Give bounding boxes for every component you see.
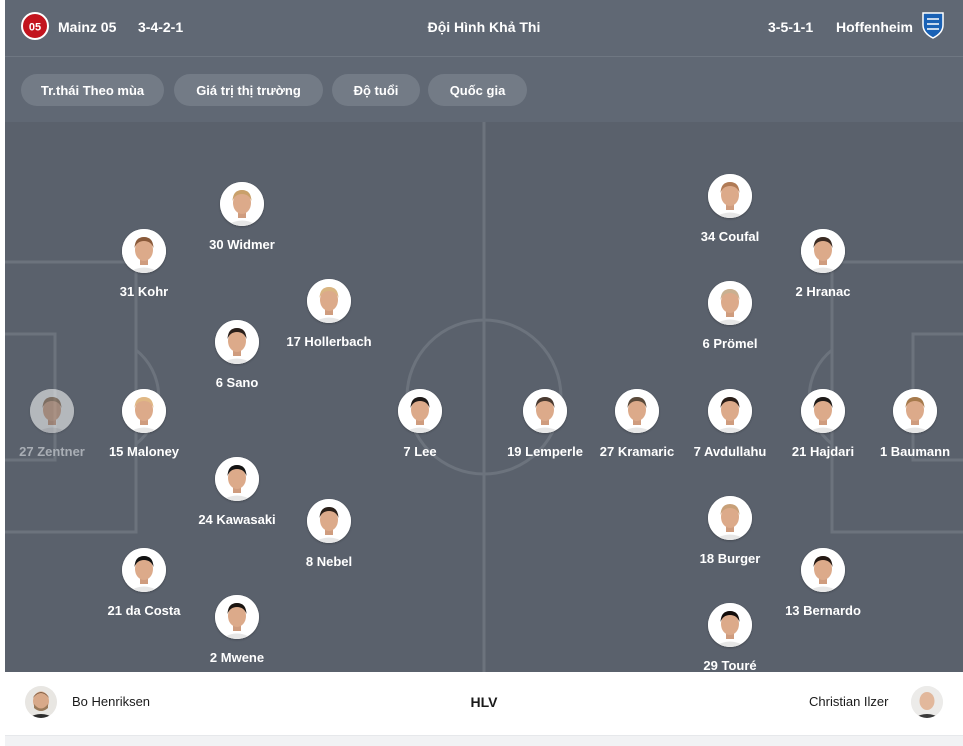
player-avatar[interactable]	[801, 229, 845, 273]
player-avatar[interactable]	[801, 548, 845, 592]
home-player[interactable]: 6 Sano	[167, 320, 307, 391]
home-formation: 3-4-2-1	[138, 19, 184, 35]
player-name[interactable]: 6 Prömel	[702, 336, 758, 351]
home-player[interactable]: 30 Widmer	[172, 182, 312, 253]
home-player[interactable]: 24 Kawasaki	[167, 457, 307, 528]
player-avatar[interactable]	[708, 281, 752, 325]
player-name[interactable]: 1 Baumann	[879, 444, 951, 459]
pitch: 30 Widmer 31 Kohr 17 Hollerbach 6 Sano 27 Ze…	[5, 122, 963, 672]
svg-text:05: 05	[29, 22, 41, 34]
player-name[interactable]: 27 Kramaric	[599, 444, 675, 459]
home-coach-name[interactable]: Bo Henriksen	[72, 694, 151, 709]
home-player[interactable]: 21 da Costa	[74, 548, 214, 619]
player-name[interactable]: 2 Mwene	[209, 650, 265, 665]
player-name[interactable]: 19 Lemperle	[507, 444, 583, 459]
player-name[interactable]: 24 Kawasaki	[198, 512, 276, 527]
player-avatar[interactable]	[398, 389, 442, 433]
player-name[interactable]: 7 Lee	[403, 444, 437, 459]
filter-market-value[interactable]: Giá trị thị trường	[174, 74, 323, 106]
away-player[interactable]: 6 Prömel	[660, 281, 800, 352]
home-player[interactable]: 17 Hollerbach	[259, 279, 399, 350]
filter-country[interactable]: Quốc gia	[428, 74, 527, 106]
player-avatar[interactable]	[215, 320, 259, 364]
home-team-name[interactable]: Mainz 05	[58, 19, 117, 35]
away-player[interactable]: 13 Bernardo	[753, 548, 893, 619]
away-player[interactable]: 1 Baumann	[845, 389, 963, 460]
away-player[interactable]: 21 Hajdari	[753, 389, 893, 460]
player-name[interactable]: 15 Maloney	[108, 444, 180, 459]
player-avatar[interactable]	[215, 595, 259, 639]
player-avatar[interactable]	[122, 389, 166, 433]
player-avatar[interactable]	[307, 499, 351, 543]
player-name[interactable]: 17 Hollerbach	[286, 334, 372, 349]
player-avatar[interactable]	[708, 389, 752, 433]
player-name[interactable]: 2 Hranac	[795, 284, 851, 299]
away-player[interactable]: 34 Coufal	[660, 174, 800, 245]
filter-season-status[interactable]: Tr.thái Theo mùa	[21, 74, 164, 106]
player-avatar[interactable]	[523, 389, 567, 433]
away-player[interactable]: 2 Hranac	[753, 229, 893, 300]
away-player[interactable]: 7 Avdullahu	[660, 389, 800, 460]
player-name[interactable]: 18 Burger	[699, 551, 761, 566]
away-player[interactable]: 18 Burger	[660, 496, 800, 567]
player-name[interactable]: 8 Nebel	[305, 554, 353, 569]
away-player[interactable]: 27 Kramaric	[567, 389, 707, 460]
home-player[interactable]: 8 Nebel	[259, 499, 399, 570]
away-team-name[interactable]: Hoffenheim	[836, 19, 913, 35]
home-player[interactable]: 27 Zentner	[5, 389, 122, 460]
match-header: 05 Mainz 05 3-4-2-1 Đội Hình Khả Thi 3-5…	[5, 0, 963, 56]
mainz-logo-icon[interactable]: 05	[21, 12, 49, 40]
player-avatar[interactable]	[893, 389, 937, 433]
player-name[interactable]: 29 Touré	[703, 658, 757, 672]
coaches-row: Bo Henriksen HLV Christian Ilzer	[5, 672, 963, 736]
player-avatar[interactable]	[615, 389, 659, 433]
coach-label: HLV	[470, 694, 498, 710]
player-name[interactable]: 21 da Costa	[107, 603, 181, 618]
player-avatar[interactable]	[30, 389, 74, 433]
player-avatar[interactable]	[122, 229, 166, 273]
player-avatar[interactable]	[122, 548, 166, 592]
player-avatar[interactable]	[307, 279, 351, 323]
away-formation: 3-5-1-1	[768, 19, 814, 35]
player-avatar[interactable]	[801, 389, 845, 433]
player-name[interactable]: 21 Hajdari	[791, 444, 855, 459]
player-name[interactable]: 13 Bernardo	[785, 603, 861, 618]
filter-age[interactable]: Độ tuổi	[332, 74, 420, 106]
home-player[interactable]: 15 Maloney	[74, 389, 214, 460]
player-avatar[interactable]	[708, 603, 752, 647]
player-name[interactable]: 27 Zentner	[19, 444, 85, 459]
player-name[interactable]: 30 Widmer	[209, 237, 275, 252]
player-avatar[interactable]	[215, 457, 259, 501]
player-avatar[interactable]	[708, 174, 752, 218]
home-player[interactable]: 7 Lee	[350, 389, 490, 460]
player-name[interactable]: 31 Kohr	[119, 284, 169, 299]
home-player[interactable]: 31 Kohr	[74, 229, 214, 300]
player-name[interactable]: 6 Sano	[215, 375, 259, 390]
player-name[interactable]: 34 Coufal	[700, 229, 760, 244]
player-avatar[interactable]	[220, 182, 264, 226]
player-name[interactable]: 7 Avdullahu	[693, 444, 767, 459]
page-title: Đội Hình Khả Thi	[427, 19, 541, 35]
away-player[interactable]: 29 Touré	[660, 603, 800, 672]
away-coach-avatar[interactable]	[911, 686, 943, 718]
away-coach-name[interactable]: Christian Ilzer	[809, 694, 889, 709]
home-player[interactable]: 2 Mwene	[167, 595, 307, 666]
hoffenheim-logo-icon[interactable]	[921, 11, 945, 39]
filter-bar: Tr.thái Theo mùa Giá trị thị trường Độ t…	[5, 56, 963, 122]
player-avatar[interactable]	[708, 496, 752, 540]
away-player[interactable]: 19 Lemperle	[475, 389, 615, 460]
